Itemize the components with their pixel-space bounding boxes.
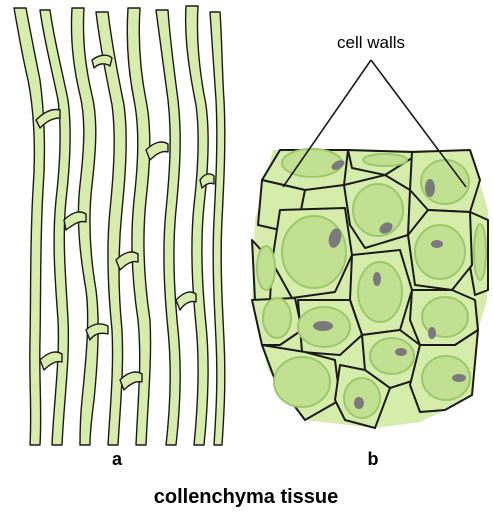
nucleus [331,160,345,170]
elongated-cell [70,7,99,446]
cytoplasm [369,337,415,375]
panel-a-label: a [112,449,123,469]
nucleus [313,321,333,331]
elongated-cell [155,9,181,446]
cell-branch [39,351,63,371]
cytoplasm [262,297,292,339]
cell-branch [63,211,87,231]
cell-branch [175,291,197,311]
callout-label: cell walls [337,33,405,52]
cytoplasm [273,356,331,408]
cytoplasm [473,223,487,281]
figure-caption: collenchyma tissue [154,486,339,508]
callout-line-right [370,59,467,188]
elongated-cell [39,9,71,446]
callout-line-left [282,59,372,188]
cytoplasm [357,261,403,323]
elongated-cell [126,7,152,446]
cell-branch [119,371,143,391]
elongated-cell [13,7,46,446]
nucleus [431,240,443,248]
cytoplasm [414,224,466,280]
panel-a-longitudinal-cells [13,5,226,446]
elongated-cell [184,5,209,446]
nucleus [373,272,381,286]
nucleus [452,374,466,382]
cell-branch [199,173,215,189]
elongated-cell [95,11,127,446]
cell-branch [91,54,113,69]
cell-branch [115,251,139,271]
cytoplasm [421,355,471,401]
nucleus [379,222,393,234]
elongated-cell [209,11,226,446]
cytoplasm [343,377,381,419]
cell-branch [35,108,61,129]
panel-b-label: b [368,449,379,469]
panel-b-cross-section [251,59,489,429]
cell-branch [85,323,109,341]
nucleus [328,228,342,248]
cytoplasm [256,245,276,291]
cytoplasm [352,183,404,237]
cytoplasm [281,148,343,178]
cytoplasm [421,296,469,338]
cytoplasm [281,215,347,289]
nucleus [428,327,436,339]
cytoplasm [362,153,408,167]
nucleus [354,397,364,409]
nucleus [395,348,407,356]
nucleus [425,179,435,197]
cell-branch [145,141,169,161]
